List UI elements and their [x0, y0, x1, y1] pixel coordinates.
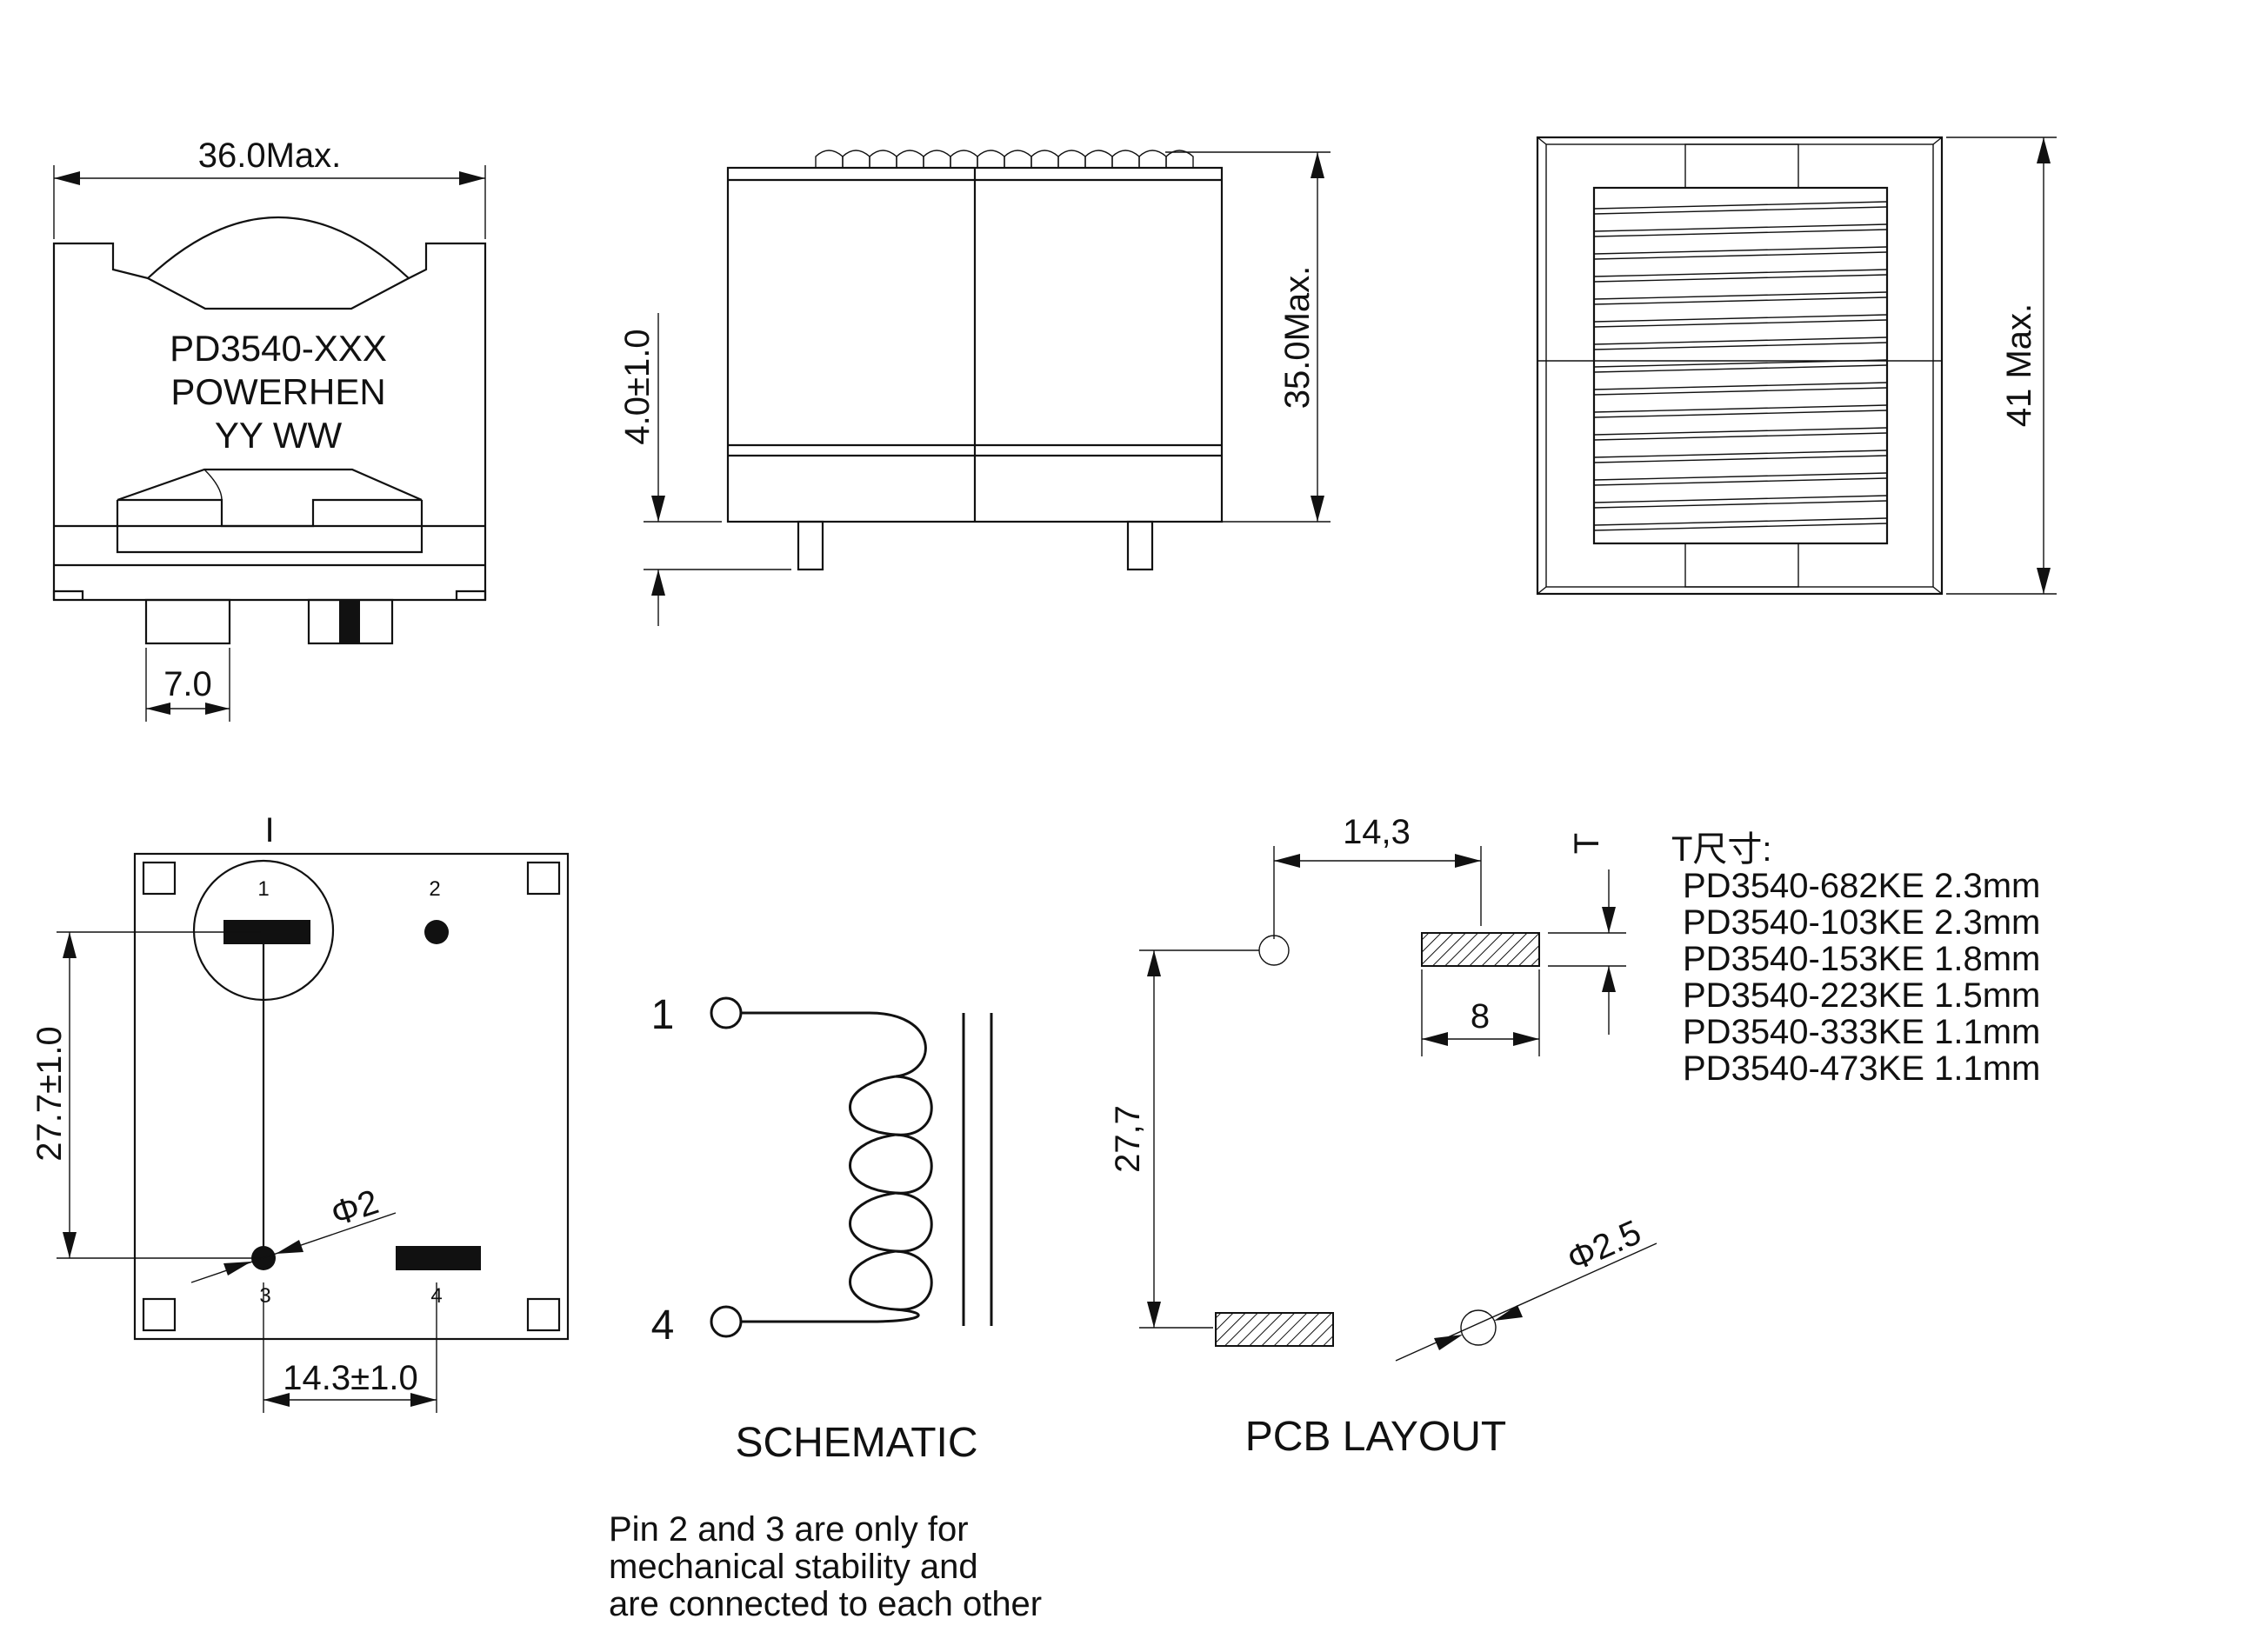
winding-line — [1593, 274, 1888, 283]
front-view: PD3540-XXX POWERHEN YY WW 36.0Max. 7.0 — [52, 137, 487, 722]
winding-line — [1593, 319, 1888, 328]
t-table-row: PD3540-333KE 1.1mm — [1683, 1013, 2040, 1051]
winding-bump — [896, 150, 924, 168]
winding-bump — [1030, 150, 1059, 168]
winding-line — [1593, 336, 1888, 345]
t-table-row: PD3540-103KE 2.3mm — [1683, 903, 2040, 942]
pcb-dim-hole: Φ2.5 — [1562, 1213, 1647, 1279]
winding-line — [1593, 432, 1888, 441]
pcb-dim-h: 14,3 — [1343, 813, 1411, 851]
winding-line — [1593, 296, 1888, 305]
winding-line — [1593, 495, 1888, 503]
pcb-thickness-symbol: T — [1568, 833, 1606, 854]
marking-line-3: YY WW — [215, 415, 343, 456]
winding-bump — [1138, 150, 1167, 168]
winding-line — [1593, 246, 1888, 255]
winding-line — [1593, 517, 1888, 526]
winding-line — [1593, 404, 1888, 413]
winding-bump — [1004, 150, 1032, 168]
winding-bump — [950, 150, 978, 168]
note-line-2: mechanical stability and — [609, 1548, 978, 1586]
dim-pin-length: 4.0±1.0 — [618, 329, 657, 444]
winding-line — [1593, 342, 1888, 350]
pin-label-1: 1 — [257, 877, 269, 901]
winding-line — [1593, 223, 1888, 232]
pin-label-2: 2 — [429, 877, 440, 901]
t-table-title: T尺寸: — [1671, 830, 1772, 869]
winding-line — [1593, 314, 1888, 323]
dim-pin-hole: Φ2 — [326, 1182, 383, 1234]
pin-note: Pin 2 and 3 are only for mechanical stab… — [609, 1510, 1042, 1623]
winding-bump — [1084, 150, 1113, 168]
winding-line — [1593, 291, 1888, 300]
t-table-row: PD3540-473KE 1.1mm — [1683, 1049, 2040, 1088]
t-table-row: PD3540-223KE 1.5mm — [1683, 976, 2040, 1015]
pin-label-3: 3 — [259, 1284, 270, 1308]
winding-line — [1593, 500, 1888, 509]
pcb-dim-v: 27,7 — [1109, 1105, 1147, 1173]
winding-line — [1593, 410, 1888, 418]
winding-line — [1593, 382, 1888, 390]
winding-line — [1593, 201, 1888, 210]
note-line-3: are connected to each other — [609, 1585, 1042, 1623]
winding-line — [1593, 427, 1888, 436]
top-view: 41 Max. — [1536, 136, 2057, 596]
schematic-view: 1 4 SCHEMATIC — [651, 992, 993, 1466]
winding-bump — [815, 150, 844, 168]
winding-line — [1593, 206, 1888, 215]
winding-bump — [1165, 150, 1194, 168]
winding-line — [1593, 364, 1888, 373]
winding-bump — [923, 150, 951, 168]
winding-line — [1593, 251, 1888, 260]
t-table-row: PD3540-153KE 1.8mm — [1683, 940, 2040, 978]
winding-line — [1593, 387, 1888, 396]
schematic-pin-bottom: 4 — [651, 1302, 675, 1349]
winding-bump — [869, 150, 897, 168]
dim-pin-spacing-h: 14.3±1.0 — [283, 1359, 417, 1397]
winding-line — [1593, 455, 1888, 463]
schematic-label: SCHEMATIC — [735, 1420, 977, 1466]
schematic-pin-top: 1 — [651, 992, 675, 1038]
bottom-view: I 1 2 3 4 Φ2 27.7±1.0 — [30, 811, 570, 1413]
marking-line-2: POWERHEN — [170, 371, 385, 412]
note-line-1: Pin 2 and 3 are only for — [609, 1510, 969, 1549]
pcb-layout-label: PCB LAYOUT — [1245, 1414, 1507, 1460]
winding-line — [1593, 523, 1888, 531]
t-table-row: PD3540-682KE 2.3mm — [1683, 867, 2040, 905]
t-dimension-table: T尺寸: PD3540-682KE 2.3mm PD3540-103KE 2.3… — [1671, 830, 2040, 1088]
winding-line — [1593, 229, 1888, 237]
dim-pin-width: 7.0 — [163, 665, 212, 703]
winding-line — [1593, 472, 1888, 481]
winding-line — [1593, 477, 1888, 486]
winding-bump — [1057, 150, 1086, 168]
bottom-view-mark: I — [264, 811, 274, 849]
winding-bump — [977, 150, 1005, 168]
marking-line-1: PD3540-XXX — [170, 328, 387, 369]
dim-height-max: 35.0Max. — [1278, 266, 1317, 410]
winding-line — [1593, 450, 1888, 458]
side-view: 35.0Max. 4.0±1.0 — [618, 150, 1331, 626]
dim-length-max: 41 Max. — [2000, 303, 2038, 427]
pcb-dim-pad-width: 8 — [1471, 997, 1490, 1036]
pcb-layout-view: 14,3 27,7 8 T Φ2.5 — [1109, 813, 1657, 1460]
winding-bump — [1111, 150, 1140, 168]
dim-width-max: 36.0Max. — [198, 137, 342, 175]
winding-line — [1593, 359, 1888, 368]
winding-bump — [842, 150, 870, 168]
dim-pin-spacing-v: 27.7±1.0 — [30, 1026, 69, 1161]
winding-line — [1593, 269, 1888, 277]
